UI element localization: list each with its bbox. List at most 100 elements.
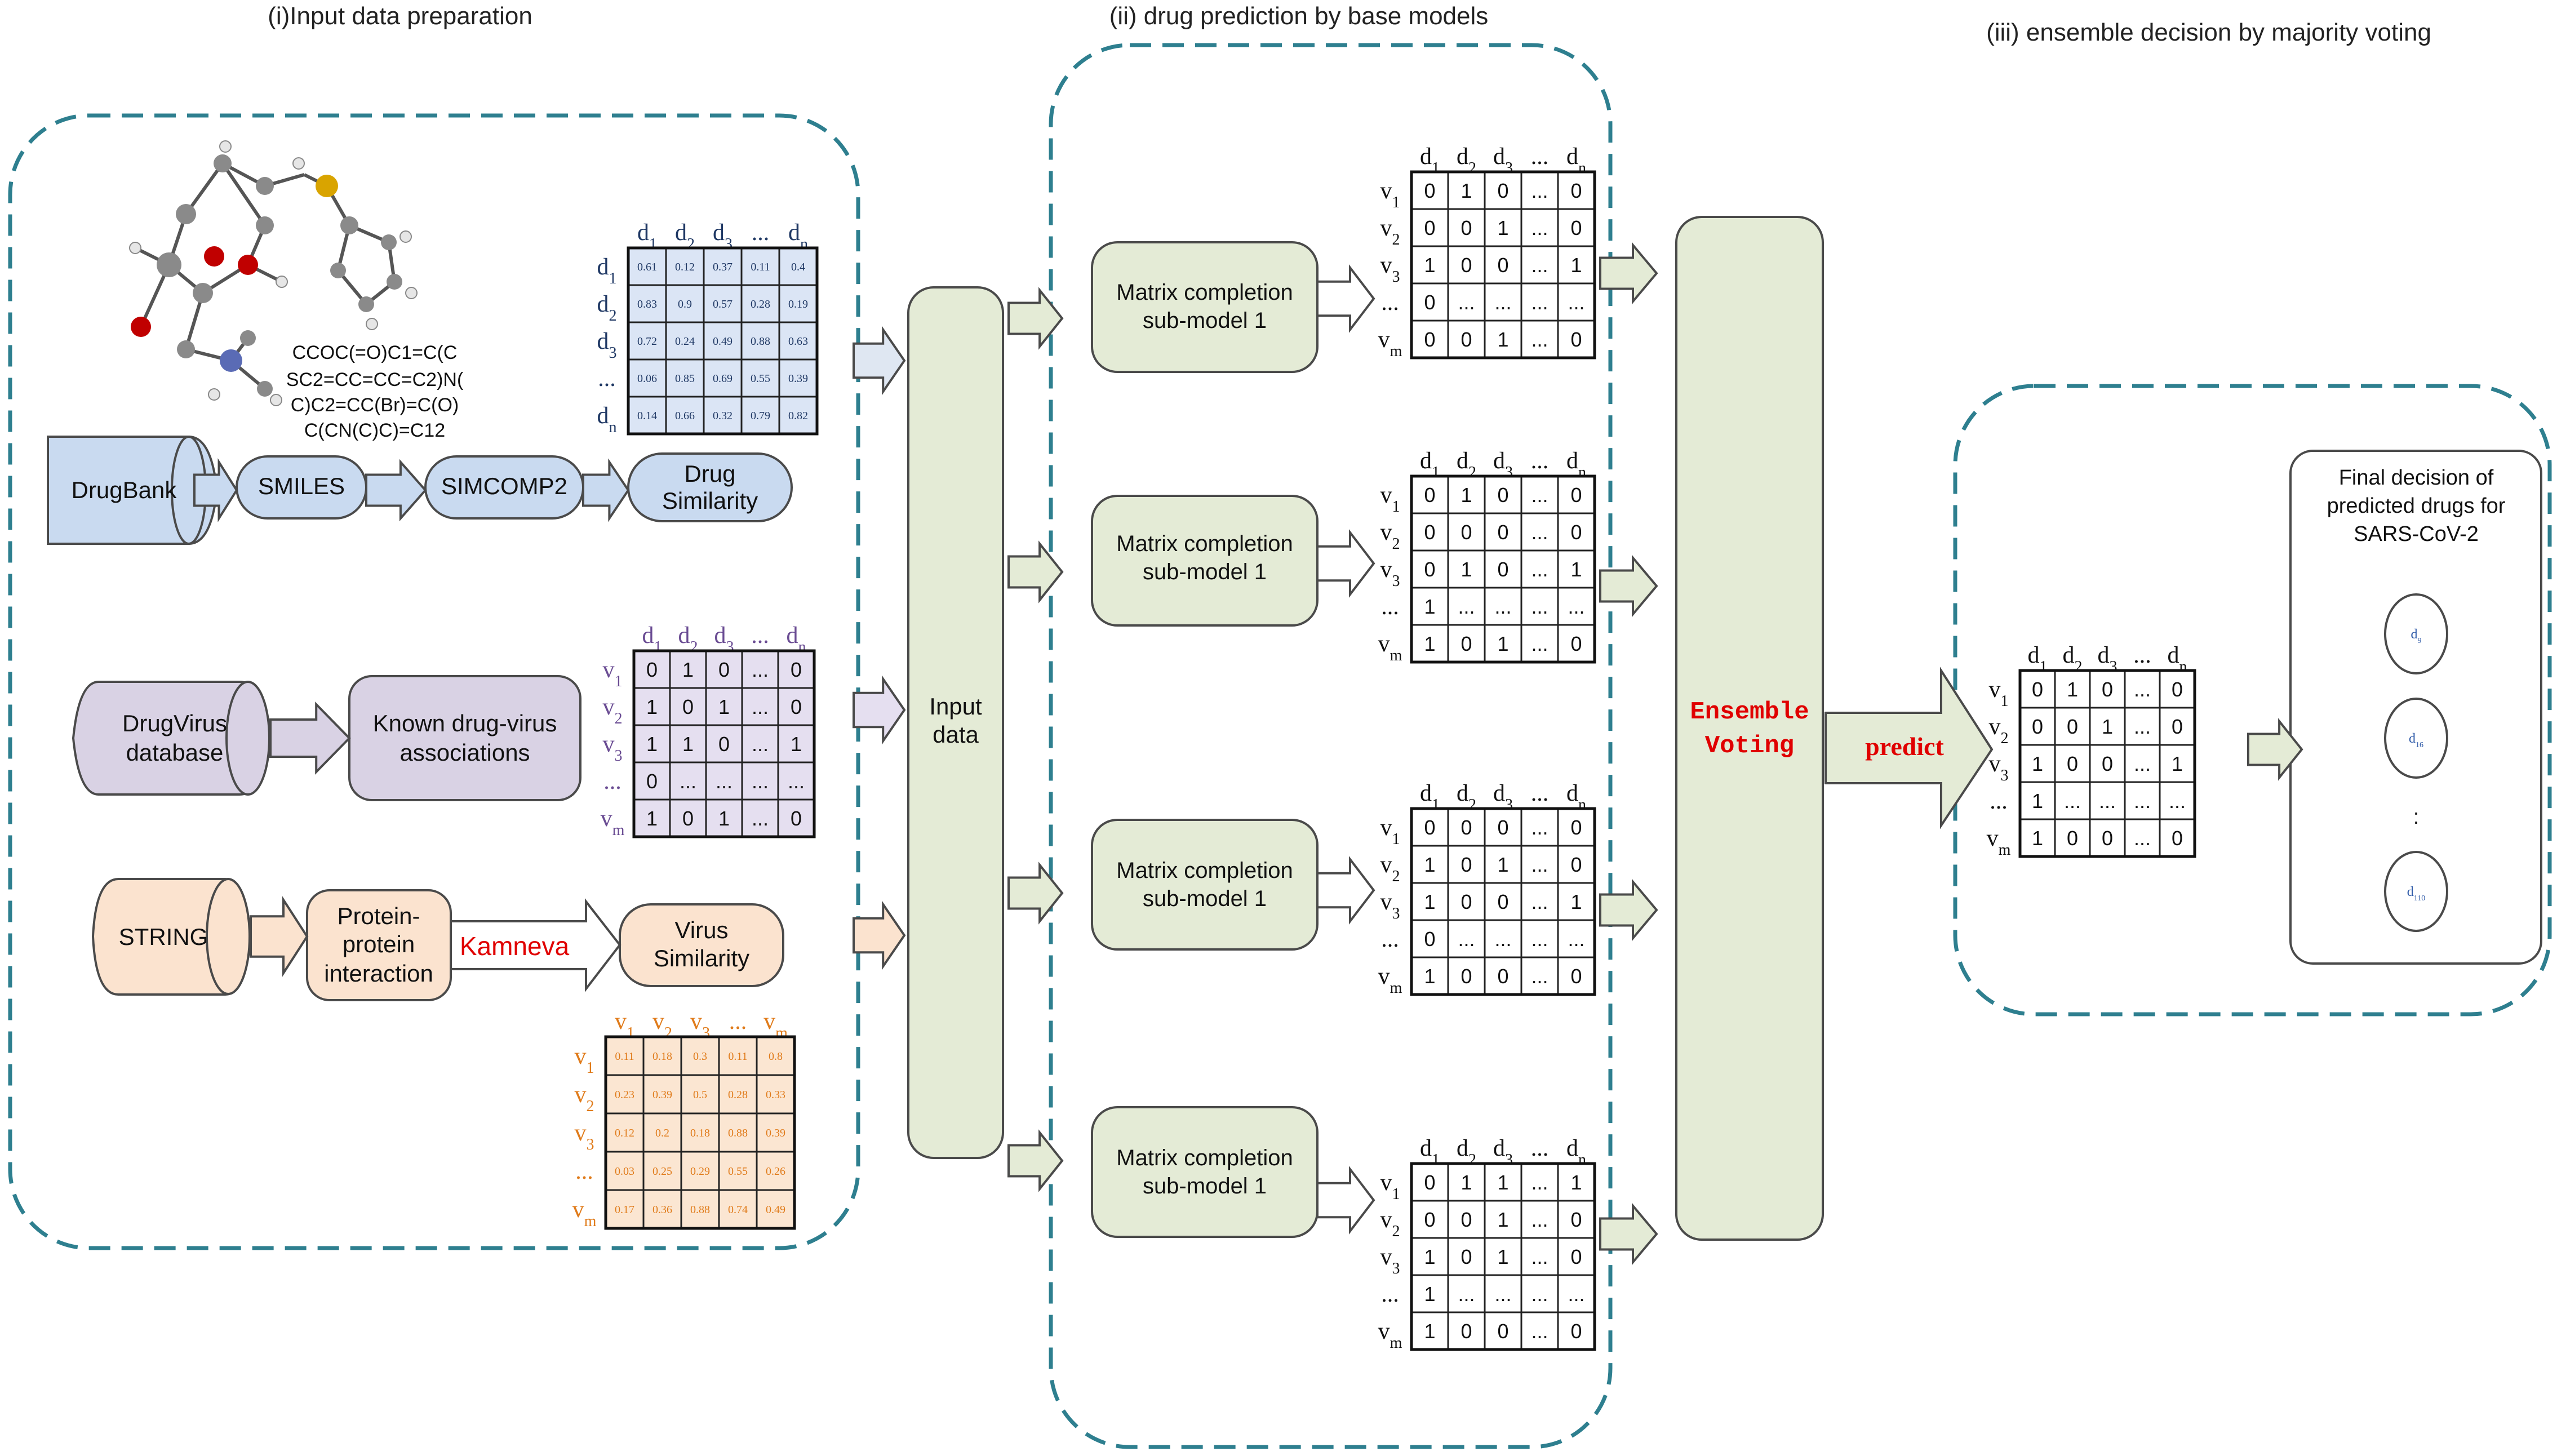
matrix-cell [705, 724, 743, 763]
matrix-cell [703, 247, 743, 286]
matrix-cell-value: 0 [646, 658, 658, 681]
matrix-cell-value: 0.49 [766, 1204, 785, 1216]
matrix-cell-value: 0 [1424, 1208, 1435, 1231]
matrix-cell [1557, 171, 1596, 210]
final-drug-label: d16 [2409, 731, 2423, 749]
matrix-cell-value: 0 [2172, 715, 2183, 738]
matrix-cell-value: 0 [1570, 1245, 1582, 1268]
flow-arrow [853, 326, 906, 396]
matrix-cell-value: 0 [1424, 816, 1435, 839]
matrix-row-header: v3 [1380, 557, 1400, 590]
drugvirus-label: DrugVirus [122, 710, 227, 736]
matrix-cell-value: 0 [1460, 853, 1472, 876]
matrix-cell-value: 1 [682, 733, 694, 756]
matrix-cell [741, 650, 779, 689]
matrix-cell-value: 0 [1497, 521, 1508, 544]
matrix-cell [1410, 1274, 1449, 1313]
matrix-cell-value: 0.19 [788, 298, 808, 310]
known-associations-box [348, 675, 581, 801]
matrix-cell-value: 0.55 [728, 1165, 748, 1178]
matrix-cell-value: ... [2064, 789, 2081, 813]
matrix-row-header: v1 [1989, 677, 2009, 710]
flow-arrow [193, 458, 238, 522]
matrix-cell-value: 0 [1497, 254, 1508, 277]
submodel-4: Matrix completion sub-model 1 [1091, 1106, 1319, 1238]
matrix-cell-value: 0 [1497, 179, 1508, 202]
matrix-cell [1484, 845, 1522, 884]
matrix-cell-value: 0 [1460, 965, 1472, 988]
matrix-cell-value: 0 [791, 658, 802, 681]
matrix-cell-value: ... [1568, 595, 1584, 618]
matrix-cell-value: ... [752, 733, 769, 756]
matrix-cell-value: 1 [646, 807, 658, 830]
matrix-cell-value: 0 [1460, 890, 1472, 913]
matrix-cell-value: 1 [1424, 1282, 1435, 1306]
matrix-cell-value: 1 [1424, 965, 1435, 988]
matrix-row-header: v3 [1380, 1244, 1400, 1277]
matrix-cell [2054, 669, 2091, 709]
matrix-cell-value: ... [1531, 291, 1548, 314]
matrix-cell-value: ... [1531, 179, 1548, 202]
matrix-cell-value: ... [752, 695, 769, 718]
matrix-cell [2159, 818, 2196, 858]
matrix-cell [2089, 669, 2126, 709]
flow-arrow [853, 900, 906, 970]
matrix-cell [1484, 956, 1522, 996]
matrix-cell-value: 0 [1424, 483, 1435, 507]
matrix-cell-value: ... [680, 770, 696, 793]
ensemble-panel [1953, 384, 2552, 1016]
matrix-cell [1484, 319, 1522, 359]
submodel-label: sub-model 1 [1143, 886, 1267, 911]
flow-arrow [1316, 529, 1375, 598]
matrix-cell [1557, 624, 1596, 663]
ensemble-voting-label: Ensemble [1690, 698, 1809, 726]
matrix-cell [1557, 882, 1596, 921]
input-data-box [907, 286, 1004, 1159]
matrix-cell-value: 0 [2032, 715, 2043, 738]
matrix-row-header: ... [598, 366, 616, 392]
matrix-cell-value: ... [1531, 595, 1548, 618]
matrix-col-header: ... [1531, 144, 1549, 170]
flow-arrow [1599, 1202, 1658, 1266]
matrix-cell-value: ... [1531, 927, 1548, 951]
matrix-cell-value: 0 [1424, 927, 1435, 951]
matrix-row-header: v2 [1380, 215, 1400, 248]
matrix-cell-value: 0 [1424, 216, 1435, 239]
smiles-line: CCOC(=O)C1=C(C [292, 342, 458, 363]
matrix-row-header: vm [1378, 964, 1402, 997]
matrix-cell [741, 798, 779, 838]
final-decision-label: predicted drugs for [2327, 494, 2506, 518]
drugvirus-label: database [126, 739, 224, 766]
matrix-cell-value: 1 [1424, 595, 1435, 618]
matrix-cell-value: 0.32 [713, 410, 733, 422]
flow-arrow [1316, 264, 1375, 333]
matrix-cell-value: 0 [1424, 328, 1435, 351]
matrix-cell-value: 0 [2172, 827, 2183, 850]
matrix-cell-value: 1 [646, 733, 658, 756]
smiles-line: C(CN(C)C)=C12 [304, 420, 445, 441]
matrix-cell-value: ... [1531, 632, 1548, 655]
matrix-cell-value: 0.8 [769, 1050, 783, 1063]
matrix-cell-value: 0.12 [675, 261, 695, 273]
matrix-cell-value: 0.49 [713, 335, 733, 348]
final-drug-node [2384, 698, 2448, 779]
matrix-cell-value: 0.03 [615, 1165, 634, 1178]
submodel-label: Matrix completion [1116, 531, 1293, 556]
matrix-row-header: v2 [603, 694, 623, 727]
matrix-cell-value: 1 [718, 695, 730, 718]
matrix-cell-value: 0.36 [652, 1204, 672, 1216]
flow-arrow [1007, 540, 1064, 603]
matrix-cell [642, 1036, 682, 1076]
matrix-row-header: v1 [1380, 482, 1400, 516]
matrix-cell-value: 1 [2032, 827, 2043, 850]
matrix-cell-value: 0 [1570, 632, 1582, 655]
matrix-row-header: v3 [1380, 889, 1400, 922]
matrix-cell [2089, 744, 2126, 783]
matrix-cell-value: 1 [1497, 1171, 1508, 1194]
flow-arrow [365, 459, 427, 522]
matrix-cell [669, 687, 707, 726]
matrix-cell-value: 0 [1424, 1171, 1435, 1194]
matrix-row-header: vm [1378, 327, 1402, 360]
matrix-cell-value: 0 [1570, 483, 1582, 507]
matrix-cell-value: 0.37 [713, 261, 733, 273]
